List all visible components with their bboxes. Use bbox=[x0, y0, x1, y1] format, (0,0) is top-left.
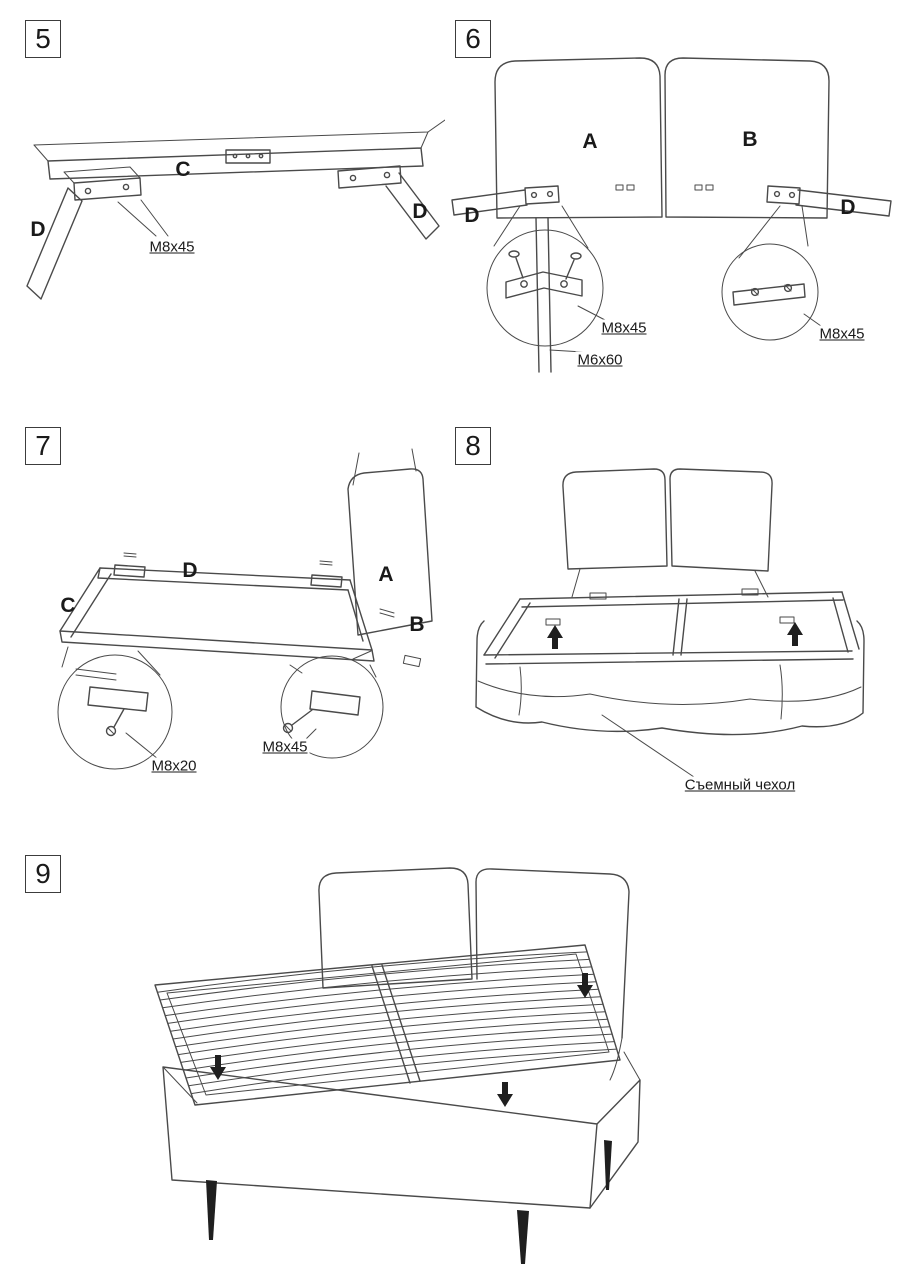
part-label-b: B bbox=[742, 128, 758, 151]
step-6-panel: 6 A B D D M8x45 M6x60 M8x45 bbox=[450, 20, 895, 395]
step-9-number-box: 9 bbox=[25, 855, 61, 893]
part-label-d-left: D bbox=[30, 218, 46, 241]
step-6-illustration bbox=[451, 57, 892, 373]
callout-removable-cover: Съемный чехол bbox=[682, 776, 798, 794]
step-9-panel: 9 bbox=[20, 840, 880, 1270]
hardware-label-m6x60: M6x60 bbox=[575, 351, 625, 369]
step-6-number: 6 bbox=[465, 23, 481, 54]
step-5-number: 5 bbox=[35, 23, 51, 54]
step-7-number: 7 bbox=[35, 430, 51, 461]
part-label-d-right: D bbox=[412, 200, 428, 223]
step-5-panel: 5 C D D M8x45 bbox=[20, 20, 445, 330]
part-label-c: C bbox=[60, 594, 76, 617]
step-8-number-box: 8 bbox=[455, 427, 491, 465]
part-label-c: C bbox=[175, 158, 191, 181]
hardware-label-m8x45-rail: M8x45 bbox=[817, 325, 867, 343]
step-5-number-box: 5 bbox=[25, 20, 61, 58]
step-9-illustration bbox=[154, 867, 641, 1264]
part-label-d-right: D bbox=[840, 196, 856, 219]
step-7-number-box: 7 bbox=[25, 427, 61, 465]
part-label-a: A bbox=[582, 130, 598, 153]
part-label-d: D bbox=[182, 559, 198, 582]
part-label-d-left: D bbox=[464, 204, 480, 227]
part-label-b: B bbox=[409, 613, 425, 636]
hardware-label-m8x20: M8x20 bbox=[149, 757, 199, 775]
step-5-illustration bbox=[26, 119, 445, 300]
step-7-illustration bbox=[57, 448, 433, 770]
step-6-number-box: 6 bbox=[455, 20, 491, 58]
step-9-number: 9 bbox=[35, 858, 51, 889]
step-8-number: 8 bbox=[465, 430, 481, 461]
hardware-label-m8x45-bracket: M8x45 bbox=[599, 319, 649, 337]
part-label-a: A bbox=[378, 563, 394, 586]
hardware-label-m8x45: M8x45 bbox=[260, 738, 310, 756]
step-7-panel: 7 D A C B M8x20 M8x45 bbox=[20, 425, 445, 800]
step-8-panel: 8 Съемный чехол bbox=[450, 425, 895, 805]
step-8-illustration bbox=[475, 468, 865, 778]
hardware-label-m8x45: M8x45 bbox=[147, 238, 197, 256]
